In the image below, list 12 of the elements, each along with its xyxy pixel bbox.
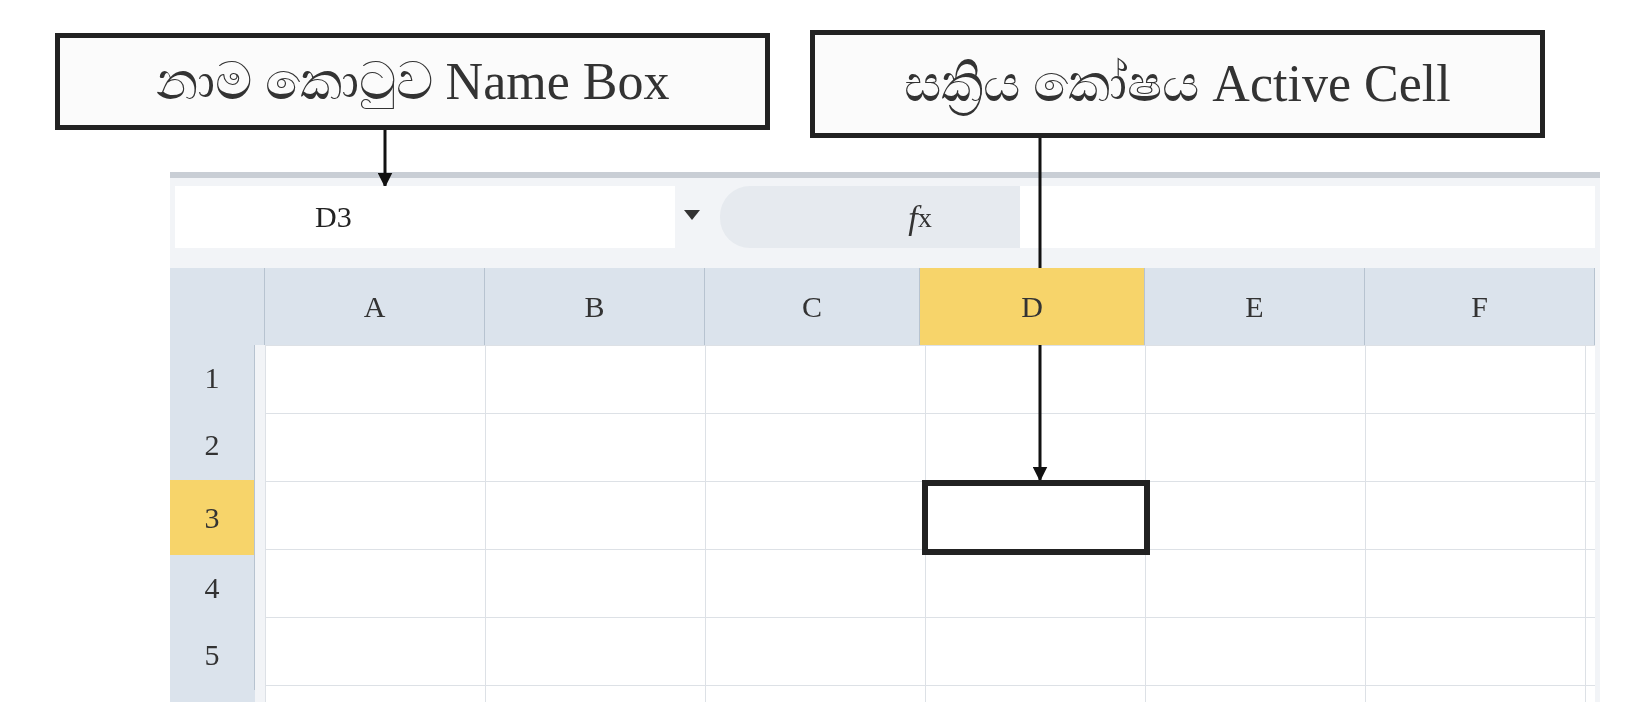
arrow	[377, 130, 393, 188]
column-header: B	[485, 268, 705, 345]
column-header: A	[265, 268, 485, 345]
name-box-field: D3	[175, 186, 675, 248]
column-header: C	[705, 268, 920, 345]
column-header: D	[920, 268, 1145, 345]
callout-box: සක්‍රිය කෝෂය Active Cell	[810, 30, 1545, 138]
row-header: 3	[170, 480, 255, 555]
active-cell-outline	[922, 480, 1150, 555]
column-header: F	[1365, 268, 1595, 345]
callout-box: නාම කොටුව Name Box	[55, 33, 770, 130]
column-header: E	[1145, 268, 1365, 345]
